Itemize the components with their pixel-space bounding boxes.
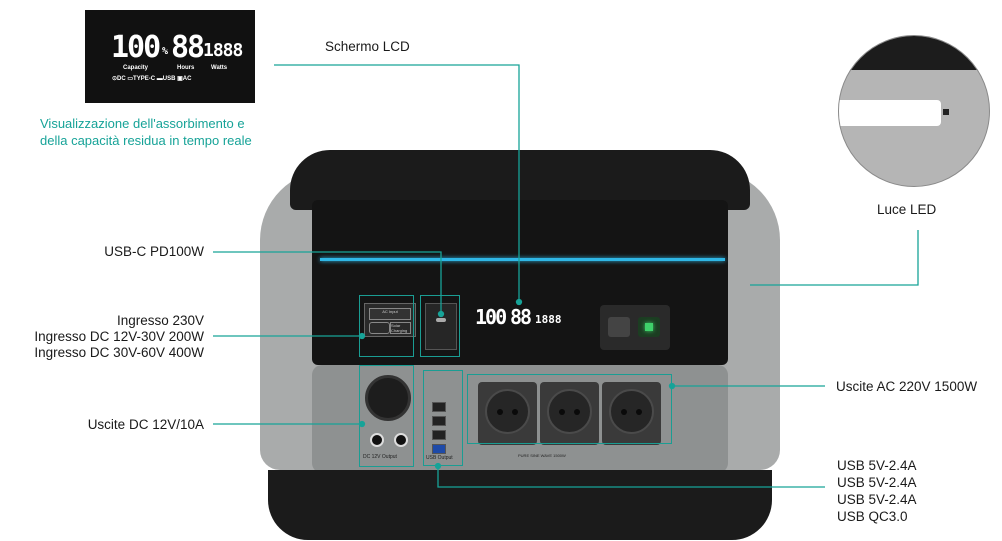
led-light-closeup: [838, 35, 990, 187]
lcd-description-line1: Visualizzazione dell'assorbimento e: [40, 116, 245, 131]
dc-output-leader-dot: [358, 420, 366, 428]
ac-input-port: AC Input: [369, 308, 411, 320]
caption-ac-outputs: Uscite AC 220V 1500W: [836, 379, 978, 394]
dc-input-port-2: Solar Charging: [390, 322, 411, 334]
dc-output-label: DC 12V Output: [363, 454, 397, 460]
usb-a-port-2: [432, 416, 446, 426]
car-socket-12v: [365, 375, 411, 421]
closeup-dark-top: [839, 36, 989, 70]
usb-c-port: [436, 318, 446, 322]
dc-indicator-icon: ⊙: [112, 76, 118, 82]
ac-strip-label: PURE SINE WAVE 1500W: [518, 453, 566, 458]
blue-led-line: [320, 258, 725, 261]
switch-button: [608, 317, 630, 337]
usb-c-leader-dot: [437, 310, 445, 318]
ac-outlet-3: [602, 382, 661, 445]
lcd-capacity-unit: %: [162, 46, 169, 57]
dc-5521-port-2: [394, 433, 408, 447]
usb-output-leader: [437, 466, 825, 488]
lcd-description-line2: della capacità residua in tempo reale: [40, 133, 252, 148]
power-indicator-icon: [645, 323, 653, 331]
typec-indicator-icon: ▭: [127, 76, 134, 82]
caption-input-dc-30-60: Ingresso DC 30V-60V 400W: [34, 345, 204, 360]
power-switch-area: [600, 305, 670, 350]
lcd-watts-label: Watts: [211, 65, 228, 71]
caption-input-230: Ingresso 230V: [116, 313, 204, 328]
lcd-indicator-ac: AC: [182, 76, 192, 82]
power-button: [638, 317, 660, 337]
dc-5521-port-1: [370, 433, 384, 447]
lcd-watts-value: 1888: [203, 40, 243, 61]
led-leader: [750, 230, 919, 286]
bottom-base: [268, 470, 772, 540]
lcd-leader: [274, 64, 520, 302]
caption-usb-c: USB-C PD100W: [104, 244, 204, 259]
input-panel: AC Input Solar Charging: [364, 303, 416, 337]
dc-output-highlight-box: [359, 365, 414, 467]
caption-input-dc-12-30: Ingresso DC 12V-30V 200W: [34, 329, 204, 344]
caption-usb-3: USB 5V-2.4A: [837, 492, 917, 507]
usb-output-highlight-box: [423, 370, 463, 466]
ac-output-leader-dot: [668, 382, 676, 390]
led-strip: [839, 100, 941, 126]
lcd-capacity-value: 100: [111, 30, 161, 65]
ac-outlet-1: [478, 382, 537, 445]
usb-c-leader: [213, 251, 442, 314]
dc-input-port-1: [369, 322, 390, 334]
usb-indicator-icon: ▬: [156, 76, 163, 82]
device-display-watts: 1888: [535, 313, 562, 326]
usb-c-highlight-box: [420, 295, 460, 357]
ac-outlet-2: [540, 382, 599, 445]
lcd-leader-dot: [515, 298, 523, 306]
power-station-image: AC Input Solar Charging 100 88 1888 DC 1…: [260, 150, 780, 540]
lcd-indicator-usb: USB: [162, 76, 176, 82]
caption-led-light: Luce LED: [877, 202, 937, 217]
usb-a-port-1: [432, 402, 446, 412]
lcd-inset-image: 100 % 88 1888 Capacity Hours Watts ⊙DC ▭…: [85, 10, 255, 103]
caption-usb-1: USB 5V-2.4A: [837, 458, 917, 473]
device-display-capacity: 100: [475, 305, 507, 329]
input-leader-dot: [358, 332, 366, 340]
caption-usb-2: USB 5V-2.4A: [837, 475, 917, 490]
device-display-hours: 88: [510, 305, 532, 329]
lcd-indicator-row: ⊙DC ▭TYPE-C ▬USB ▣AC: [112, 75, 191, 82]
lcd-indicator-dc: DC: [117, 76, 126, 82]
lcd-hours-label: Hours: [177, 65, 195, 71]
usb-qc-port: [432, 444, 446, 454]
led-dot: [943, 109, 949, 115]
caption-dc-outputs: Uscite DC 12V/10A: [87, 417, 204, 432]
usb-output-label: USB Output: [426, 455, 453, 461]
lcd-capacity-label: Capacity: [123, 65, 149, 71]
usb-output-leader-dot: [434, 462, 442, 470]
caption-usb-qc: USB QC3.0: [837, 509, 908, 524]
ac-indicator-icon: ▣: [177, 76, 183, 82]
ac-output-highlight-box: [467, 374, 672, 444]
lcd-hours-value: 88: [171, 30, 205, 65]
usb-a-port-3: [432, 430, 446, 440]
caption-screen-lcd: Schermo LCD: [325, 39, 410, 54]
lcd-indicator-typec: TYPE-C: [133, 76, 156, 82]
input-highlight-box: [359, 295, 414, 357]
